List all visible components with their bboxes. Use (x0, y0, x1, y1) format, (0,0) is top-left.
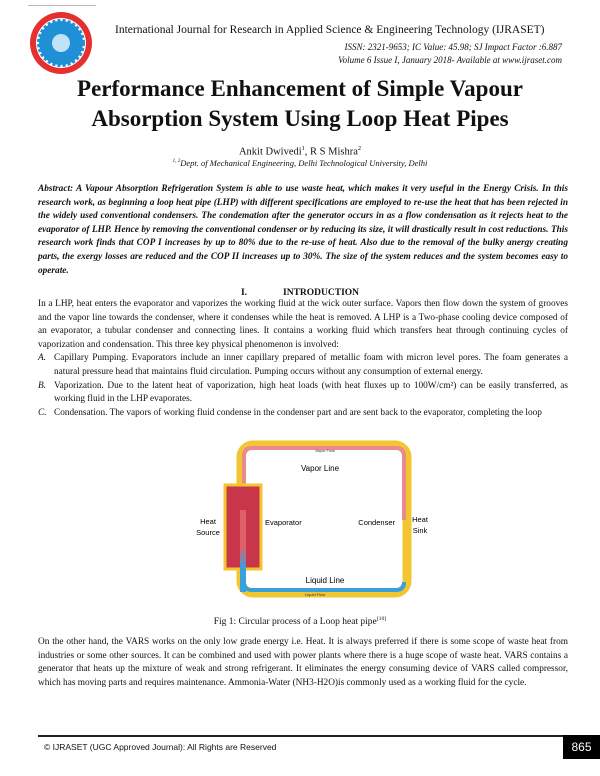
introduction: In a LHP, heat enters the evaporator and… (38, 298, 568, 420)
label-vapor-line: Vapor Line (301, 464, 340, 473)
label-heat-source-2: Source (196, 528, 220, 537)
issn-line: ISSN: 2321-9653; IC Value: 45.98; SJ Imp… (344, 42, 562, 52)
label-condenser: Condenser (358, 518, 395, 527)
vars-paragraph: On the other hand, the VARS works on the… (38, 637, 568, 688)
label-liquid-line: Liquid Line (306, 576, 345, 585)
label-heat-sink-2: Sink (413, 526, 428, 535)
header-rule (28, 5, 96, 6)
wick-gradient (240, 510, 246, 592)
journal-name: International Journal for Research in Ap… (115, 24, 545, 36)
vapor-line (242, 446, 406, 520)
paper-title: Performance Enhancement of Simple Vapour… (77, 76, 523, 131)
label-heat-source-1: Heat (200, 517, 217, 526)
label-heat-sink-1: Heat (412, 515, 429, 524)
figure-caption: Fig 1: Circular process of a Loop heat p… (213, 616, 387, 628)
list-item: C.Condensation. The vapors of working fl… (38, 407, 542, 418)
authors: Ankit Dwivedi1, R S Mishra2 (238, 145, 362, 158)
loop-heat-pipe-figure: Vapor Flow Vapor Line Heat Source Evapor… (196, 440, 429, 598)
abstract: Abstract: A Vapour Absorption Refrigerat… (38, 184, 568, 276)
list-item: A.Capillary Pumping. Evaporators include… (38, 353, 568, 377)
footer-copyright: © IJRASET (UGC Approved Journal): All Ri… (44, 742, 277, 752)
section-heading: I.INTRODUCTION (240, 288, 360, 298)
label-liquid-flow: Liquid Flow (305, 592, 325, 597)
label-vapor-flow: Vapor Flow (315, 448, 335, 453)
journal-logo (30, 12, 92, 74)
footer-rule (38, 735, 568, 737)
label-evaporator: Evaporator (265, 518, 302, 527)
list-item: B.Vaporization. Due to the latent heat o… (38, 380, 568, 405)
affiliation: 1, 2Dept. of Mechanical Engineering, Del… (172, 158, 428, 168)
phenomena-list: A.Capillary Pumping. Evaporators include… (38, 352, 568, 420)
volume-line: Volume 6 Issue I, January 2018- Availabl… (338, 55, 562, 65)
page-number: 865 (563, 735, 600, 759)
